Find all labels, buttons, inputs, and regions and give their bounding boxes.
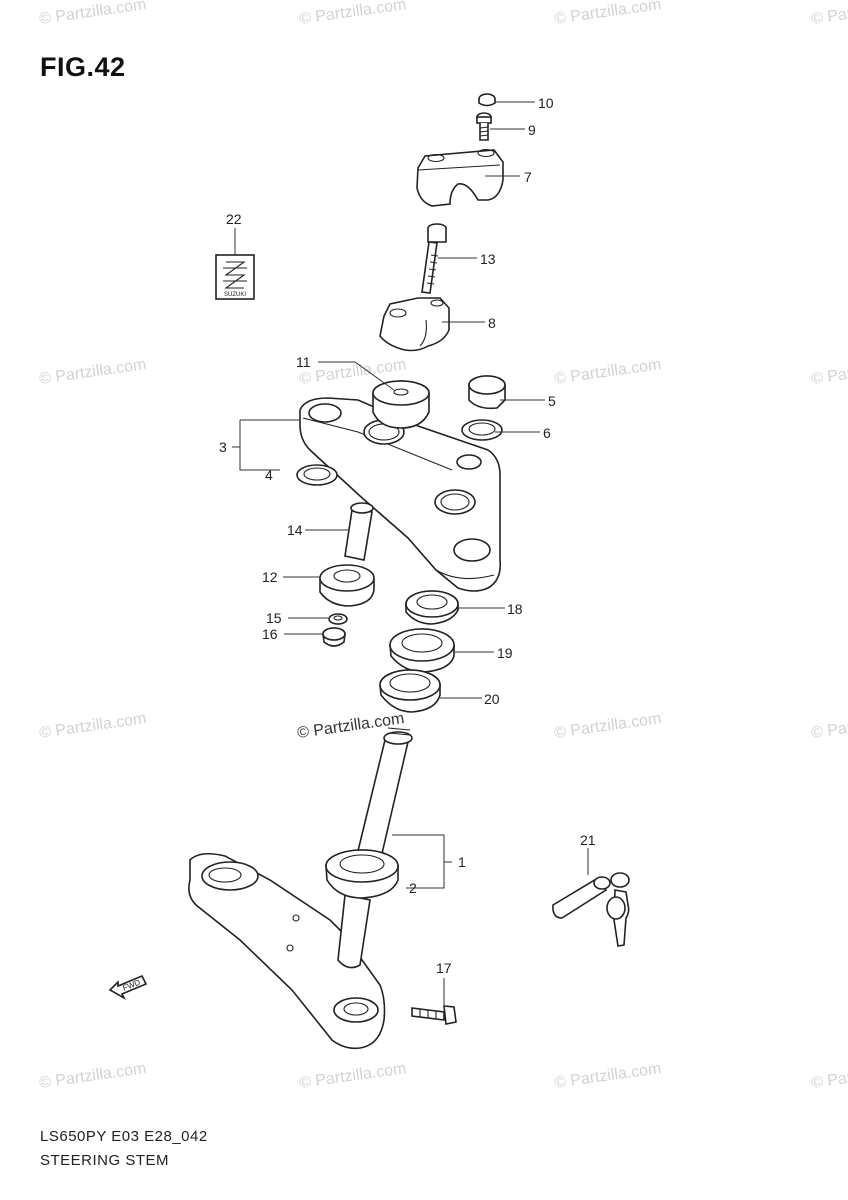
part-1-steering-stem	[188, 727, 413, 1050]
callout-22: 22	[226, 211, 242, 227]
leader-lines	[232, 101, 589, 1005]
callout-12: 12	[262, 569, 278, 585]
part-9-bolt	[476, 112, 492, 141]
forward-arrow-icon: FWD	[108, 974, 148, 1001]
callout-4: 4	[265, 467, 273, 483]
part-3-upper-bracket	[299, 397, 502, 592]
part-6-washer	[461, 419, 503, 441]
callout-6: 6	[543, 425, 551, 441]
watermark: © Partzilla.com	[810, 356, 848, 388]
watermark: © Partzilla.com	[553, 356, 662, 388]
part-14-pipe	[344, 502, 374, 561]
figure-code: LS650PY E03 E28_042	[40, 1128, 208, 1145]
callout-10: 10	[538, 95, 554, 111]
part-4-washer	[296, 464, 338, 486]
part-22-emblem: SUZUKI	[215, 254, 255, 300]
part-2-lower-bearing	[325, 849, 399, 899]
part-20-bearing	[379, 669, 441, 713]
callout-14: 14	[287, 522, 303, 538]
part-15-washer	[328, 613, 348, 625]
callout-16: 16	[262, 626, 278, 642]
callout-7: 7	[524, 169, 532, 185]
part-5-cap-nut	[468, 375, 506, 410]
watermark: © Partzilla.com	[553, 710, 662, 742]
watermark: © Partzilla.com	[38, 356, 147, 388]
watermark: © Partzilla.com	[298, 0, 407, 28]
callout-13: 13	[480, 251, 496, 267]
watermark: © Partzilla.com	[38, 0, 147, 28]
callout-3: 3	[219, 439, 227, 455]
part-19-dust-seal	[389, 628, 455, 673]
callout-2: 2	[409, 880, 417, 896]
watermark: © Partzilla.com	[810, 1060, 848, 1092]
callout-21: 21	[580, 832, 596, 848]
watermark: © Partzilla.com	[810, 0, 848, 28]
watermark: © Partzilla.com	[810, 710, 848, 742]
callout-9: 9	[528, 122, 536, 138]
watermark: © Partzilla.com	[38, 710, 147, 742]
callout-20: 20	[484, 691, 500, 707]
callout-18: 18	[507, 601, 523, 617]
callout-8: 8	[488, 315, 496, 331]
part-10-cap	[478, 93, 496, 107]
emblem-label: SUZUKI	[224, 292, 246, 298]
callout-19: 19	[497, 645, 513, 661]
watermark: © Partzilla.com	[38, 1060, 147, 1092]
part-7-handlebar-holder-upper	[416, 148, 504, 207]
callout-5: 5	[548, 393, 556, 409]
part-21-key-set	[552, 872, 630, 947]
watermark: © Partzilla.com	[553, 1060, 662, 1092]
callout-11: 11	[296, 354, 311, 370]
callout-numbers: 10 9 7 22 13 8 11 5 6 3 4 14 12 15 16 18…	[219, 95, 596, 976]
watermark: © Partzilla.com	[298, 1060, 407, 1092]
watermark: © Partzilla.com	[553, 0, 662, 28]
part-13-bolt	[421, 223, 447, 294]
part-17-bolt	[411, 1005, 457, 1025]
part-8-handlebar-holder-lower	[379, 297, 450, 352]
callout-15: 15	[266, 610, 282, 626]
callout-1: 1	[458, 854, 466, 870]
part-16-bolt	[322, 627, 346, 647]
figure-title: FIG.42	[40, 52, 126, 82]
part-11-cushion	[372, 380, 430, 429]
part-12-collar	[319, 564, 375, 607]
figure-subtitle: STEERING STEM	[40, 1152, 170, 1169]
callout-17: 17	[436, 960, 452, 976]
part-18-nut	[405, 590, 459, 625]
